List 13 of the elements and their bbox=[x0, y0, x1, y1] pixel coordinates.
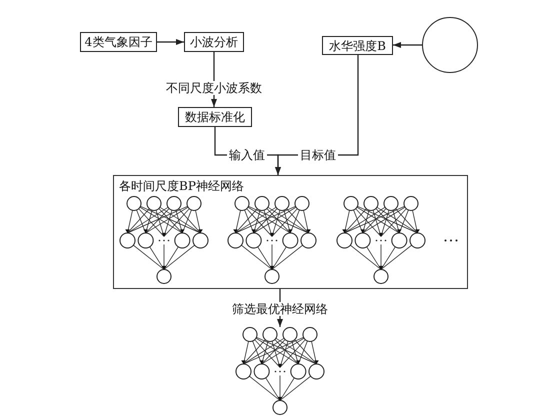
process-box: 4类气象因子 bbox=[80, 32, 157, 52]
neural-network bbox=[235, 327, 325, 416]
edge-label: 不同尺度小波系数 bbox=[164, 81, 264, 95]
process-box: 小波分析 bbox=[184, 32, 244, 52]
group-box bbox=[113, 175, 468, 289]
arrow bbox=[393, 42, 422, 48]
edge-label: 输入值 bbox=[227, 148, 267, 162]
process-box: 数据标准化 bbox=[178, 107, 252, 127]
process-box: 水华强度B bbox=[322, 36, 393, 55]
edge-label: 筛选最优神经网络 bbox=[230, 302, 330, 316]
arrow bbox=[157, 39, 184, 45]
panel-title: 各时间尺度BP神经网络 bbox=[119, 179, 244, 194]
edge-label: 目标值 bbox=[298, 148, 338, 162]
